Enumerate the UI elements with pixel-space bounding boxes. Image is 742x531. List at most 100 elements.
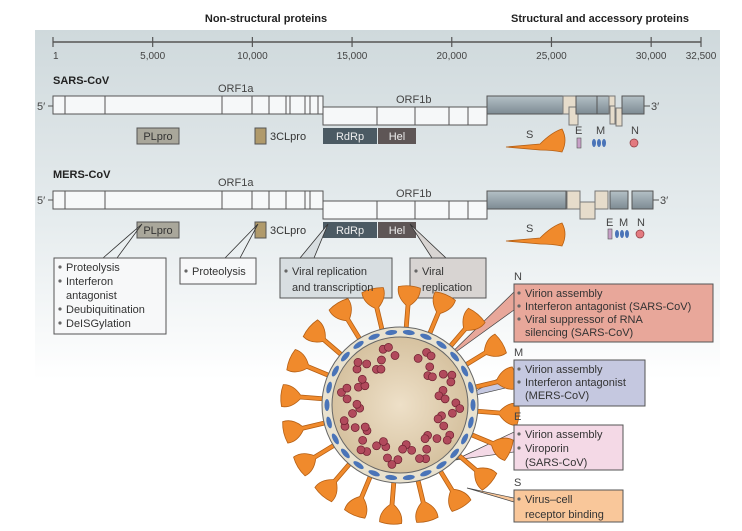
- nucleocapsid-bead: [439, 421, 449, 431]
- svg-text:PLpro: PLpro: [143, 131, 172, 143]
- nucleocapsid-bead: [357, 374, 367, 384]
- spike-protein-icon: [397, 285, 421, 336]
- spike-protein-icon: [451, 448, 498, 491]
- sars-orf1b-box: [322, 106, 488, 126]
- svg-text:S: S: [514, 477, 521, 489]
- nucleocapsid-bead: [383, 453, 392, 463]
- header-nonstructural: Non-structural proteins: [205, 13, 327, 25]
- m-protein-icon: [368, 470, 380, 477]
- m-protein-icon: [324, 399, 330, 411]
- nucleocapsid-bead: [348, 409, 357, 418]
- callout-line: Viral replication: [292, 266, 367, 278]
- spike-protein-icon: [302, 319, 349, 362]
- bullet-icon: [58, 265, 62, 269]
- m-protein-icon: [470, 399, 476, 411]
- svg-text:N: N: [631, 125, 639, 137]
- axis-tick-label: 20,000: [436, 51, 467, 62]
- m-protein-icon: [420, 470, 432, 477]
- callout-line: (MERS-CoV): [525, 390, 589, 402]
- nucleocapsid-bead: [379, 437, 388, 446]
- nucleocapsid-bead: [432, 434, 442, 443]
- callout-line: Virion assembly: [525, 364, 603, 376]
- 3clpro-callout: [179, 257, 257, 285]
- nucleocapsid-bead: [356, 445, 366, 455]
- nucleocapsid-bead: [358, 435, 368, 445]
- spike-protein-icon: [286, 349, 337, 381]
- nucleocapsid-bead: [384, 343, 393, 352]
- mers-3clpro-square: [254, 221, 267, 239]
- svg-text:E: E: [575, 125, 582, 137]
- callout-line: Virion assembly: [525, 429, 603, 441]
- sars-3clpro-square: [254, 127, 267, 145]
- bullet-icon: [58, 307, 62, 311]
- svg-text:RdRp: RdRp: [336, 225, 364, 237]
- bullet-icon: [517, 497, 521, 501]
- nucleocapsid-bead: [342, 383, 352, 393]
- sars-n-icon: [629, 138, 639, 148]
- svg-text:E: E: [514, 411, 521, 423]
- svg-text:Hel: Hel: [389, 131, 406, 143]
- sars-n-gene: [621, 95, 645, 115]
- mers-orf1b-box: [322, 200, 488, 220]
- sars-hel: [378, 128, 416, 144]
- mers-spike-icon: [505, 222, 566, 247]
- sars-3prime: 3′: [651, 101, 659, 113]
- nucleocapsid-bead: [372, 441, 381, 451]
- axis-tick-label: 5,000: [140, 51, 165, 62]
- spike-protein-icon: [424, 291, 456, 342]
- svg-text:Hel: Hel: [389, 225, 406, 237]
- coronavirus-particle: [280, 285, 520, 525]
- mers-3clpro-label: 3CLpro: [270, 225, 306, 237]
- axis-tick-label: 25,000: [536, 51, 567, 62]
- callout-line: Proteolysis: [192, 266, 246, 278]
- mers-3prime: 3′: [660, 195, 668, 207]
- spike-protein-icon: [458, 333, 507, 371]
- nucleocapsid-bead: [407, 445, 417, 455]
- bullet-icon: [517, 367, 521, 371]
- m-protein-icon: [461, 433, 469, 445]
- spike-protein-icon: [280, 384, 331, 408]
- m-protein-icon: [340, 351, 350, 362]
- sars-e-icon: [576, 137, 582, 149]
- svg-text:M: M: [619, 217, 628, 229]
- m-protein-icon: [326, 416, 332, 429]
- callout-line: Interferon antagonist: [525, 377, 626, 389]
- svg-text:N: N: [514, 271, 522, 283]
- bullet-icon: [284, 269, 288, 273]
- nucleocapsid-bead: [426, 351, 436, 361]
- mers-genome: MERS-CoV ORF1a ORF1b 5′ 3′ PLpro 3CLpro …: [37, 169, 668, 247]
- mers-label: MERS-CoV: [53, 169, 111, 181]
- m-protein-icon: [468, 416, 474, 429]
- sars-orf1a-box: [52, 95, 324, 115]
- axis-tick-label: 30,000: [636, 51, 667, 62]
- m-protein-icon: [402, 329, 415, 336]
- m-protein-icon: [331, 433, 339, 445]
- nucleocapsid-bead: [353, 358, 363, 367]
- nucleocapsid-bead: [433, 414, 443, 424]
- mers-s-gene: [486, 190, 567, 210]
- n-callout: N: [513, 271, 714, 343]
- m-protein-icon: [436, 461, 447, 470]
- sars-spike-icon: [505, 128, 566, 153]
- mers-n-icon: [635, 229, 645, 239]
- sars-s-gene: [486, 95, 564, 115]
- m-protein-icon: [402, 474, 415, 481]
- m-protein-icon: [450, 351, 460, 362]
- nucleocapsid-bead: [420, 434, 430, 444]
- nucleocapsid-bead: [339, 416, 349, 425]
- mers-n-gene: [631, 190, 654, 210]
- axis-tick-label: 15,000: [337, 51, 368, 62]
- sars-3clpro-label: 3CLpro: [270, 131, 306, 143]
- spike-protein-icon: [282, 418, 333, 444]
- m-protein-icon: [340, 448, 350, 459]
- svg-text:RdRp: RdRp: [336, 131, 364, 143]
- nucleocapsid-bead: [350, 423, 360, 432]
- callout-line: Interferon: [66, 276, 113, 288]
- callout-line: Viroporin: [525, 443, 569, 455]
- bullet-icon: [184, 269, 188, 273]
- callout-line: Deubiquitination: [66, 304, 145, 316]
- mers-plpro: [136, 221, 180, 239]
- nucleocapsid-bead: [387, 460, 397, 469]
- callout-line: Viral: [422, 266, 444, 278]
